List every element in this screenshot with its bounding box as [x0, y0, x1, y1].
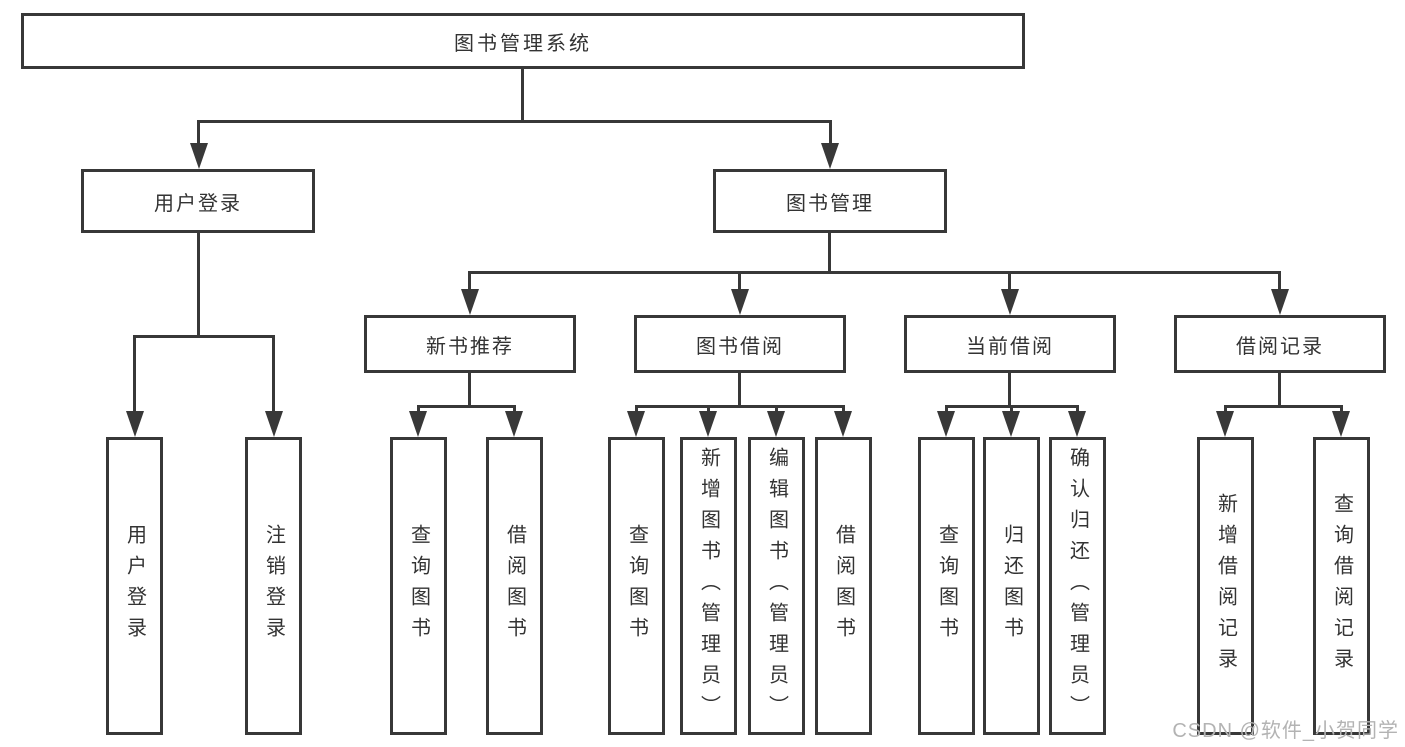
connector-current-drop3 — [1076, 405, 1079, 413]
leaf-query-borrow-record-label: 查询借阅记录 — [1330, 493, 1353, 679]
arrowhead-to-leaf-confirm-return-admin — [1068, 411, 1086, 437]
node-borrow-records-label: 借阅记录 — [1236, 335, 1324, 358]
node-book-management-label: 图书管理 — [786, 192, 874, 215]
connector-bookmgmt-drop2 — [738, 271, 741, 291]
leaf-query-books-recommend: 查询图书 — [390, 437, 447, 735]
node-book-borrow-label: 图书借阅 — [696, 335, 784, 358]
connector-records-hbar — [1224, 405, 1343, 408]
connector-records-drop1 — [1224, 405, 1227, 413]
arrowhead-to-borrow-records — [1271, 289, 1289, 315]
connector-current-stem — [1008, 373, 1011, 408]
node-user-login: 用户登录 — [81, 169, 315, 233]
connector-root-hbar — [197, 120, 832, 123]
connector-current-drop2 — [1010, 405, 1013, 413]
leaf-query-books-borrow-label: 查询图书 — [625, 524, 648, 648]
arrowhead-to-leaf-logout — [265, 411, 283, 437]
connector-root-stem — [521, 69, 524, 123]
leaf-logout: 注销登录 — [245, 437, 302, 735]
connector-borrow-stem — [738, 373, 741, 408]
connector-borrow-drop3 — [775, 405, 778, 413]
connector-userlogin-hbar — [133, 335, 275, 338]
node-new-book-recommend: 新书推荐 — [364, 315, 576, 373]
connector-root-left-drop — [197, 120, 200, 145]
connector-recommend-hbar — [417, 405, 516, 408]
arrowhead-to-leaf-edit-book-admin — [767, 411, 785, 437]
arrowhead-to-leaf-return-book — [1002, 411, 1020, 437]
arrowhead-to-leaf-query-books-current — [937, 411, 955, 437]
node-new-book-recommend-label: 新书推荐 — [426, 335, 514, 358]
arrowhead-to-new-book-recommend — [461, 289, 479, 315]
node-current-borrow: 当前借阅 — [904, 315, 1116, 373]
leaf-borrow-books-recommend-label: 借阅图书 — [503, 524, 526, 648]
connector-recommend-stem — [468, 373, 471, 408]
leaf-add-borrow-record-label: 新增借阅记录 — [1214, 493, 1237, 679]
node-borrow-records: 借阅记录 — [1174, 315, 1386, 373]
leaf-query-books-current: 查询图书 — [918, 437, 975, 735]
leaf-confirm-return-admin-label: 确认归还（管理员） — [1066, 446, 1089, 726]
leaf-add-book-admin-label: 新增图书（管理员） — [697, 446, 720, 726]
connector-userlogin-drop1 — [133, 335, 136, 413]
watermark-text: CSDN @软件_小贺同学 — [1172, 720, 1399, 742]
arrowhead-to-current-borrow — [1001, 289, 1019, 315]
leaf-borrow-books-label: 借阅图书 — [832, 524, 855, 648]
arrowhead-to-leaf-query-borrow-record — [1332, 411, 1350, 437]
leaf-add-book-admin: 新增图书（管理员） — [680, 437, 737, 735]
leaf-confirm-return-admin: 确认归还（管理员） — [1049, 437, 1106, 735]
node-current-borrow-label: 当前借阅 — [966, 335, 1054, 358]
leaf-return-book-label: 归还图书 — [1000, 524, 1023, 648]
arrowhead-to-leaf-user-login — [126, 411, 144, 437]
leaf-edit-book-admin-label: 编辑图书（管理员） — [765, 446, 788, 726]
leaf-return-book: 归还图书 — [983, 437, 1040, 735]
leaf-query-books-recommend-label: 查询图书 — [407, 524, 430, 648]
connector-current-drop1 — [945, 405, 948, 413]
leaf-borrow-books-recommend: 借阅图书 — [486, 437, 543, 735]
connector-borrow-drop2 — [707, 405, 710, 413]
arrowhead-to-leaf-add-book-admin — [699, 411, 717, 437]
connector-recommend-drop2 — [513, 405, 516, 413]
node-root-label: 图书管理系统 — [454, 32, 592, 55]
connector-bookmgmt-stem — [828, 233, 831, 274]
connector-root-right-drop — [829, 120, 832, 145]
arrowhead-to-leaf-add-borrow-record — [1216, 411, 1234, 437]
connector-borrow-drop4 — [842, 405, 845, 413]
connector-recommend-drop1 — [417, 405, 420, 413]
arrowhead-to-leaf-borrow-books-recommend — [505, 411, 523, 437]
node-user-login-label: 用户登录 — [154, 192, 242, 215]
arrowhead-to-leaf-query-books-borrow — [627, 411, 645, 437]
leaf-add-borrow-record: 新增借阅记录 — [1197, 437, 1254, 735]
node-book-borrow: 图书借阅 — [634, 315, 846, 373]
connector-bookmgmt-drop3 — [1008, 271, 1011, 291]
connector-records-stem — [1278, 373, 1281, 408]
leaf-query-borrow-record: 查询借阅记录 — [1313, 437, 1370, 735]
leaf-user-login-label: 用户登录 — [123, 524, 146, 648]
arrowhead-to-leaf-query-books-recommend — [409, 411, 427, 437]
connector-bookmgmt-drop4 — [1278, 271, 1281, 291]
leaf-logout-label: 注销登录 — [262, 524, 285, 648]
arrowhead-to-book-management — [821, 143, 839, 169]
leaf-user-login: 用户登录 — [106, 437, 163, 735]
leaf-edit-book-admin: 编辑图书（管理员） — [748, 437, 805, 735]
leaf-borrow-books: 借阅图书 — [815, 437, 872, 735]
connector-borrow-drop1 — [635, 405, 638, 413]
connector-borrow-hbar — [635, 405, 845, 408]
leaf-query-books-borrow: 查询图书 — [608, 437, 665, 735]
connector-bookmgmt-hbar — [468, 271, 1281, 274]
node-root: 图书管理系统 — [21, 13, 1025, 69]
arrowhead-to-book-borrow — [731, 289, 749, 315]
arrowhead-to-user-login — [190, 143, 208, 169]
leaf-query-books-current-label: 查询图书 — [935, 524, 958, 648]
node-book-management: 图书管理 — [713, 169, 947, 233]
connector-userlogin-drop2 — [272, 335, 275, 413]
connector-records-drop2 — [1340, 405, 1343, 413]
connector-userlogin-stem — [197, 233, 200, 338]
arrowhead-to-leaf-borrow-books — [834, 411, 852, 437]
connector-bookmgmt-drop1 — [468, 271, 471, 291]
